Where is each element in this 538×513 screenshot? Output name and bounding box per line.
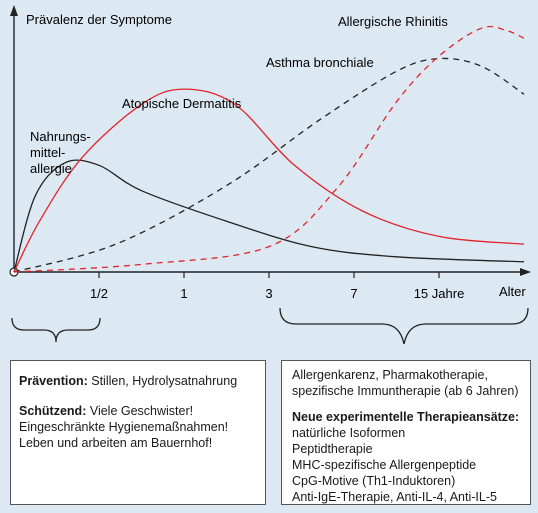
series-line-asthma-bronchiale [13, 57, 525, 273]
series-labels: Nahrungs-mittel-allergie Atopische Dermat… [30, 14, 448, 176]
therapy-heading: Neue experimentelle Therapieansätze: [292, 410, 520, 424]
series-label-nahrungs-mittel-allergie: Nahrungs-mittel-allergie [30, 129, 91, 176]
axes: Prävalenz der Symptome Alter [9, 5, 531, 299]
prevention-line: Prävention: Stillen, Hydrolysatnahrung [19, 373, 257, 389]
x-tick-label: 15 Jahre [414, 286, 465, 301]
series-label-allergische-rhinitis: Allergische Rhinitis [338, 14, 448, 29]
y-axis-label: Prävalenz der Symptome [26, 12, 172, 27]
x-ticks: 1/2 1 3 7 15 Jahre [90, 272, 464, 301]
prevention-box: Prävention: Stillen, Hydrolysatnahrung S… [10, 360, 266, 505]
therapy-item: Anti-IgE-Therapie, Anti-IL-4, Anti-IL-5 [292, 490, 497, 504]
protective-text: Viele Geschwister! [86, 404, 194, 418]
therapy-line-1: Allergenkarenz, Pharmakotherapie, [292, 368, 488, 382]
x-tick-label: 1 [180, 286, 187, 301]
protective-label: Schützend: [19, 404, 87, 418]
protective-line: Schützend: Viele Geschwister! [19, 403, 257, 419]
therapy-item: natürliche Isoformen [292, 426, 406, 440]
braces [11, 307, 529, 345]
prevention-label: Prävention: [19, 374, 88, 388]
x-axis-label: Alter [499, 284, 526, 299]
brace-left [11, 317, 101, 343]
series-line-atopische-dermatitis [13, 88, 525, 273]
x-tick-label: 3 [265, 286, 272, 301]
protective-line-3: Leben und arbeiten am Bauernhof! [19, 436, 213, 450]
therapy-item: MHC-spezifische Allergenpeptide [292, 458, 477, 472]
brace-right [279, 307, 529, 345]
therapy-item: CpG-Motive (Th1-Induktoren) [292, 474, 456, 488]
therapy-item: Peptidtherapie [292, 442, 373, 456]
series-lines [13, 25, 525, 273]
series-line-allergische-rhinitis [13, 25, 525, 273]
series-label-atopische-dermatitis: Atopische Dermatitis [122, 96, 242, 111]
prevention-text: Stillen, Hydrolysatnahrung [87, 374, 238, 388]
therapy-box: Allergenkarenz, Pharmakotherapie, spezif… [281, 360, 531, 505]
therapy-line-2: spezifische Immuntherapie (ab 6 Jahren) [292, 384, 519, 398]
x-tick-label: 1/2 [90, 286, 108, 301]
series-label-asthma-bronchiale: Asthma bronchiale [266, 55, 374, 70]
protective-line-2: Eingeschränkte Hygienemaßnahmen! [19, 420, 229, 434]
y-axis-arrow [10, 5, 18, 16]
series-line-nahrungs-mittel-allergie [13, 159, 525, 273]
x-tick-label: 7 [350, 286, 357, 301]
x-axis-arrow [520, 268, 531, 276]
